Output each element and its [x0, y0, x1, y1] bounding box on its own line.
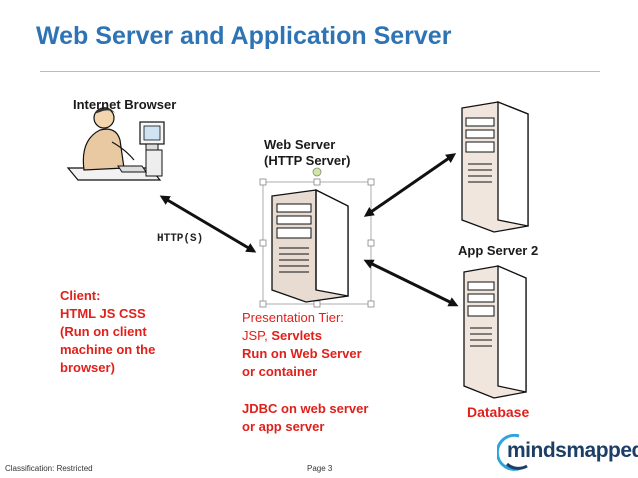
jdbc-description: JDBC on web server or app server	[242, 400, 368, 436]
presentation-line-2-prefix: JSP,	[242, 328, 272, 343]
title-divider	[40, 71, 600, 72]
logo-text: mindsmapped	[507, 439, 638, 462]
jdbc-line-1: JDBC on web server	[242, 401, 369, 416]
client-description: Client: HTML JS CSS (Run on client machi…	[60, 287, 155, 377]
jdbc-line-2: or app server	[242, 419, 325, 434]
mindsmapped-logo: mindsmapped	[497, 432, 638, 472]
logo-swoosh-icon	[497, 433, 528, 471]
client-line-1: Client:	[60, 288, 101, 303]
client-line-5: browser)	[60, 360, 115, 375]
web-server-sublabel: (HTTP Server)	[264, 153, 351, 168]
web-server-label: Web Server	[264, 137, 336, 152]
presentation-tier-description: Presentation Tier: JSP, Servlets Run on …	[242, 309, 362, 381]
client-line-4: machine on the	[60, 342, 156, 357]
page-number: Page 3	[307, 464, 333, 473]
slide-title: Web Server and Application Server	[36, 22, 452, 50]
web-server-tower	[259, 167, 375, 308]
arrow-browser-webserver	[159, 195, 257, 253]
presentation-line-3: Run on Web Server	[242, 346, 362, 361]
database-tower	[463, 265, 527, 399]
http-label: HTTP(S)	[157, 233, 204, 245]
presentation-line-2: JSP, Servlets	[242, 327, 362, 345]
classification-footer: Classification: Restricted	[5, 464, 93, 473]
browser-user-illustration	[66, 107, 165, 181]
arrow-webserver-database	[363, 259, 459, 307]
arrow-webserver-appserver	[363, 153, 457, 217]
app-server-label: App Server 2	[458, 243, 539, 258]
presentation-line-1: Presentation Tier:	[242, 310, 344, 325]
client-line-3: (Run on client	[60, 324, 147, 339]
database-label: Database	[467, 404, 530, 420]
presentation-line-2-bold: Servlets	[271, 328, 322, 343]
presentation-line-4: or container	[242, 364, 318, 379]
app-server-tower	[461, 101, 529, 233]
internet-browser-label: Internet Browser	[73, 97, 177, 112]
client-line-2: HTML JS CSS	[60, 306, 146, 321]
